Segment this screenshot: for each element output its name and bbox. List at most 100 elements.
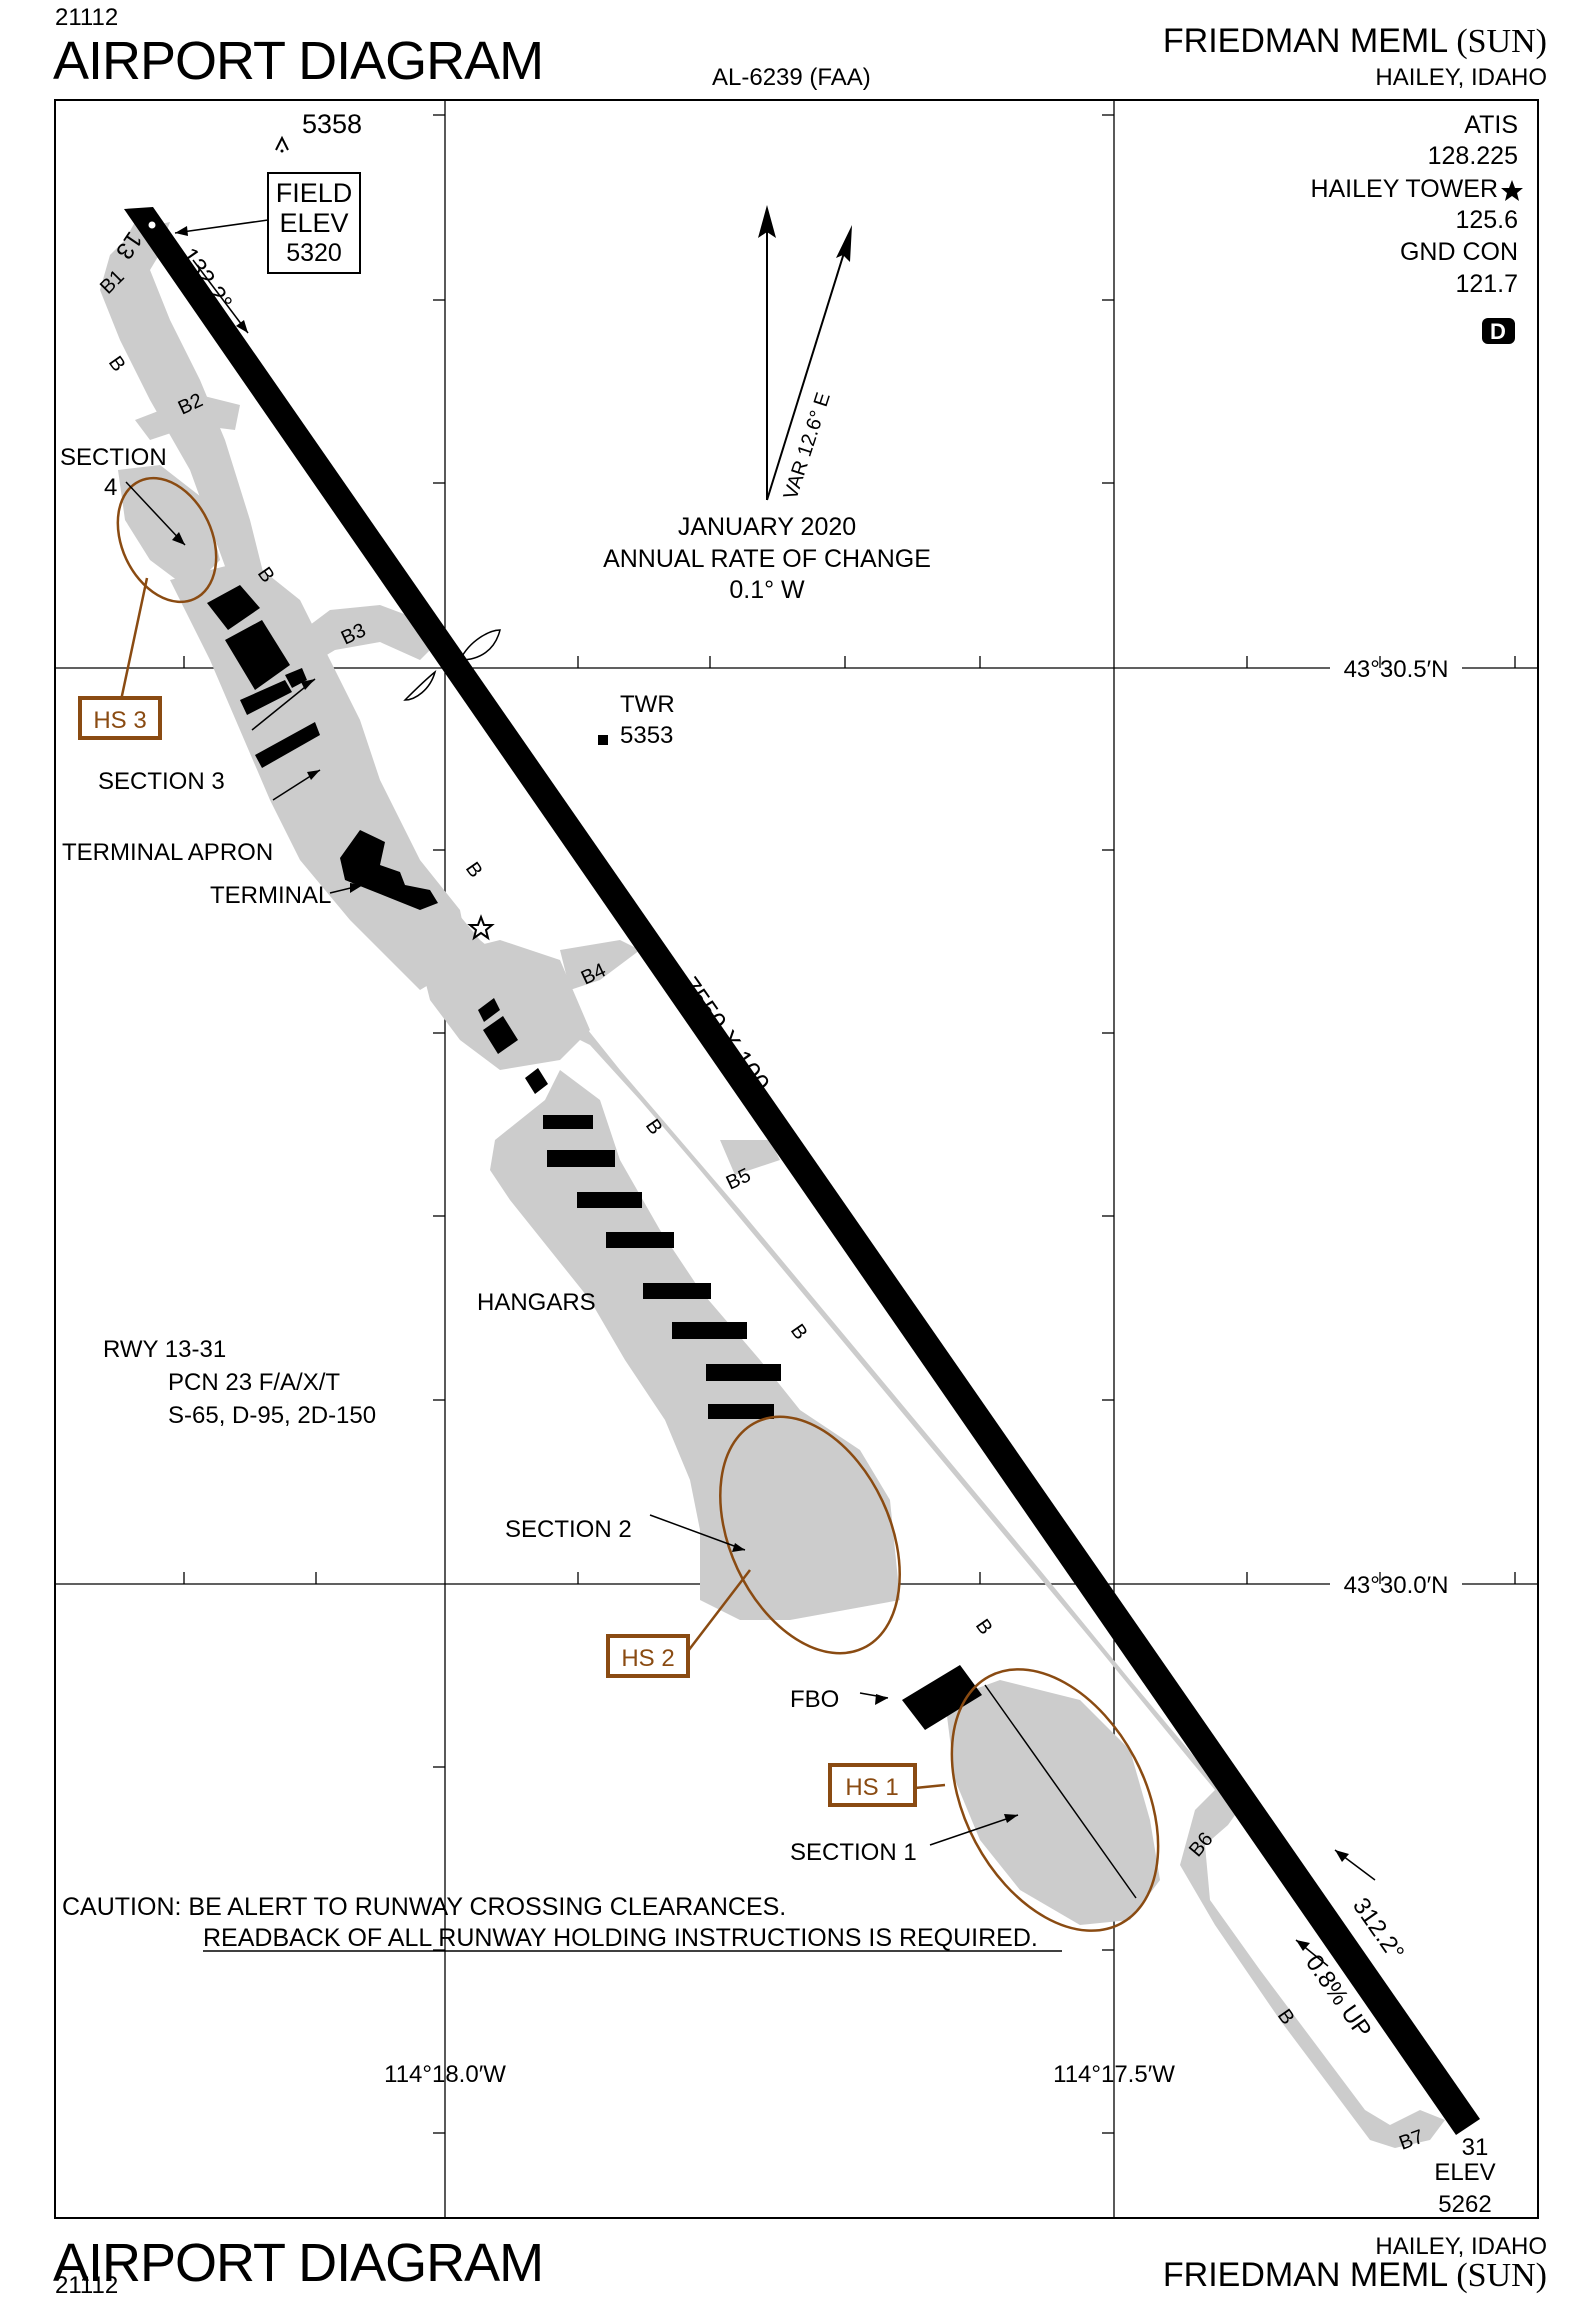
section4-label-line1: SECTION: [60, 444, 167, 471]
runway-13-threshold-dot: [148, 221, 156, 229]
section2-hotspot: [719, 1415, 901, 1655]
grid-ticks: [183, 114, 1516, 2134]
runway-info-line3: S-65, D-95, 2D-150: [168, 1402, 376, 1429]
hs2-leader: [684, 1569, 751, 1656]
hangar: [577, 1192, 642, 1208]
section1-label: SECTION 1: [790, 1839, 917, 1866]
airport-id: (SUN): [1456, 23, 1547, 60]
building: [240, 680, 292, 715]
section2-leader: [649, 1514, 746, 1551]
chart-title-top: AIRPORT DIAGRAM: [53, 31, 544, 91]
hs1-label: HS 1: [845, 1774, 898, 1801]
runway-info-line1: RWY 13-31: [103, 1336, 226, 1363]
taxiway-b2: [135, 395, 240, 440]
atis-label: ATIS: [1464, 111, 1518, 139]
section4-hotspot: [116, 476, 218, 604]
building: [255, 722, 320, 768]
airport-name-text: FRIEDMAN MEML: [1162, 22, 1447, 60]
runway-end-31: 31: [1462, 2134, 1489, 2161]
hangar: [708, 1404, 774, 1419]
hs1-label-box: [828, 1763, 917, 1807]
lat-north-label: 43°30.5′N: [1344, 656, 1449, 683]
hangars-label: HANGARS: [477, 1289, 596, 1316]
building: [285, 668, 307, 688]
building: [483, 1016, 518, 1054]
taxiway-system: [100, 222, 1445, 2148]
magnetic-north-line: [766, 239, 849, 501]
hangar: [543, 1115, 593, 1129]
hotspot-outlines: [116, 476, 1160, 1932]
caution-line2: READBACK OF ALL RUNWAY HOLDING INSTRUCTI…: [203, 1924, 1038, 1952]
field-elev-value: 5320: [286, 239, 342, 267]
section1-inner-line: [984, 1684, 1137, 1899]
section4-label-line2: 4: [104, 474, 117, 501]
hangar: [547, 1150, 615, 1167]
chart-title-bottom: AIRPORT DIAGRAM: [53, 2233, 544, 2293]
hs3-label: HS 3: [93, 707, 146, 734]
heading-13-arrow: [192, 259, 249, 334]
north-arrows: [758, 205, 852, 501]
terminal-apron-label: TERMINAL APRON: [62, 839, 273, 866]
building: [525, 1068, 548, 1094]
lat-south-label: 43°30.0′N: [1344, 1572, 1449, 1599]
taxiway-b3: [290, 605, 440, 668]
building: [478, 998, 500, 1022]
hangar: [672, 1322, 747, 1339]
runway-elev-31: 5262: [1438, 2191, 1491, 2218]
caution-line1: CAUTION: BE ALERT TO RUNWAY CROSSING CLE…: [62, 1893, 786, 1921]
airport-name-text: FRIEDMAN MEML: [1162, 2256, 1447, 2294]
field-elev-box: [267, 172, 361, 274]
gnd-label: GND CON: [1400, 238, 1518, 266]
hs3-label-box: [78, 696, 162, 740]
hangar: [643, 1283, 711, 1299]
taxiway-label-b: B: [461, 858, 487, 882]
taxiway-label-b: B: [641, 1115, 667, 1139]
terminal-building: [340, 830, 438, 910]
atis-digital-badge: [1482, 318, 1515, 344]
variation-label: VAR 12.6° E: [780, 390, 835, 502]
hold-mark: [458, 629, 501, 661]
section1-hotspot: [950, 1668, 1160, 1932]
lon-east-label: 114°17.5′W: [1053, 2061, 1175, 2088]
tower-label: HAILEY TOWER: [1310, 175, 1498, 203]
tower-star-icon: [1501, 180, 1523, 201]
airport-id: (SUN): [1456, 2257, 1547, 2294]
hs3-leader: [118, 577, 149, 706]
building: [225, 620, 290, 690]
hs2-label: HS 2: [621, 1645, 674, 1672]
airport-name-bottom: FRIEDMAN MEML (SUN): [1163, 2256, 1547, 2295]
hs1-leader: [914, 1783, 946, 1790]
airport-name-top: FRIEDMAN MEML (SUN): [1163, 22, 1547, 61]
hold-markings: [403, 629, 501, 701]
runway-info-line2: PCN 23 F/A/X/T: [168, 1369, 340, 1396]
chart-code-bottom: 21112: [55, 2272, 119, 2299]
atis-badge-letter: D: [1490, 319, 1506, 344]
variation-rate: 0.1° W: [729, 576, 805, 604]
taxiway-b5: [720, 1140, 780, 1175]
fbo-apron: [945, 1680, 1160, 1925]
taxiway-label-b: B: [104, 352, 130, 376]
section4-leader: [125, 481, 186, 546]
magnetic-north-arrow: [836, 225, 852, 262]
city-state-bottom: HAILEY, IDAHO: [1375, 2233, 1547, 2260]
hold-mark: [403, 669, 437, 701]
obstacle-icon: [275, 135, 289, 151]
hangar: [706, 1364, 781, 1381]
section3-label: SECTION 3: [98, 768, 225, 795]
buildings: [207, 585, 982, 1730]
taxiway-label-b: B: [786, 1320, 812, 1344]
procedure-id: AL-6239 (FAA): [712, 64, 871, 91]
taxiway-b4: [560, 940, 640, 990]
field-elev-line2: ELEV: [279, 208, 348, 238]
tower-elevation: 5353: [620, 722, 673, 749]
field-elev-line1: FIELD: [276, 178, 353, 208]
section2-label: SECTION 2: [505, 1516, 632, 1543]
variation-date: JANUARY 2020: [678, 513, 856, 541]
beacon-icon: [467, 914, 495, 941]
arrow-heads: [172, 320, 1349, 1951]
variation-rate-label: ANNUAL RATE OF CHANGE: [603, 545, 931, 573]
terminal-label: TERMINAL: [210, 882, 331, 909]
hangar: [606, 1232, 674, 1248]
b4-apron: [420, 940, 590, 1070]
